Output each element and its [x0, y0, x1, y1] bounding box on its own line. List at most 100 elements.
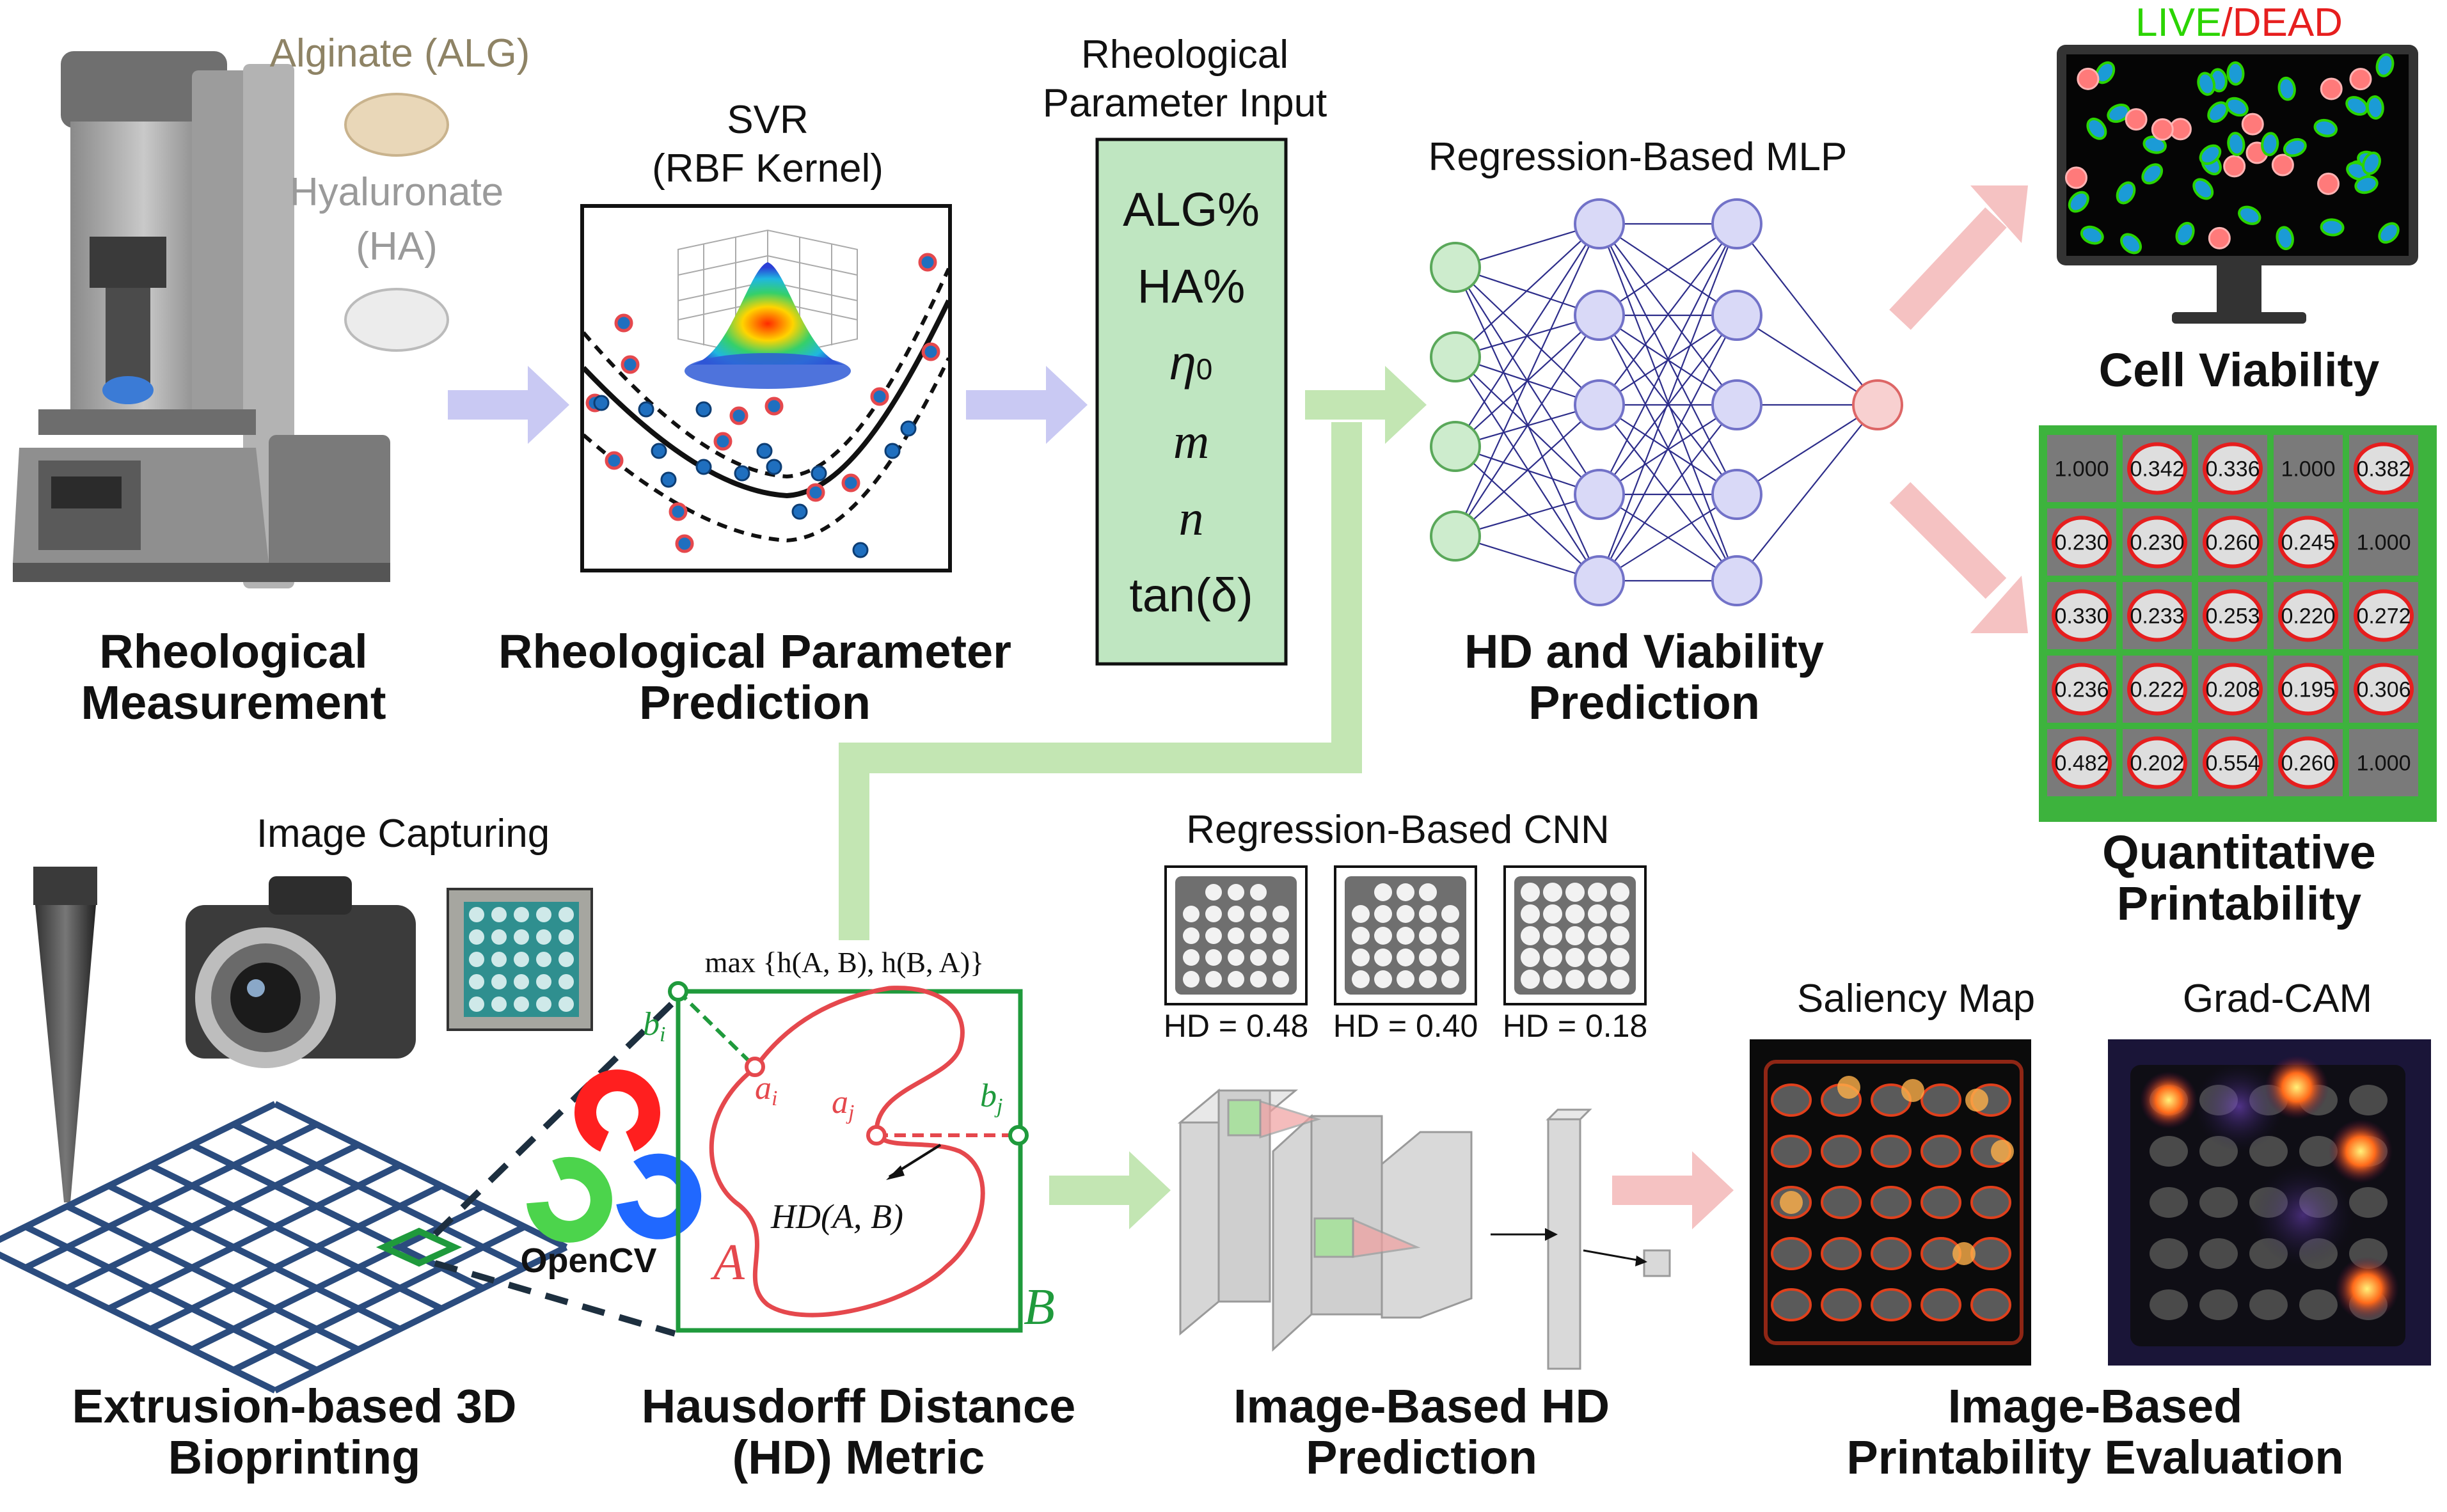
arrow-cnn-to-saliency — [1612, 1151, 1734, 1229]
image-printability-title-2: Printability Evaluation — [1846, 1431, 2344, 1484]
printability-value: 0.342 — [2130, 457, 2184, 482]
param-ha: HA% — [1137, 260, 1246, 313]
rheo-prediction-title-2: Prediction — [639, 676, 871, 729]
alginate-label: Alginate (ALG) — [269, 31, 530, 75]
parameter-input-box — [1095, 138, 1288, 666]
mlp-node — [1711, 555, 1762, 606]
mlp-node — [1574, 198, 1625, 249]
mlp-node — [1430, 510, 1481, 562]
quant-printability-title: Quantitative — [2102, 826, 2376, 879]
printability-value: 0.236 — [2054, 678, 2109, 702]
saliency-map-image — [1750, 1039, 2031, 1366]
extrusion-needle — [33, 867, 97, 1202]
label-aj: aj — [832, 1084, 854, 1124]
printability-value: 0.482 — [2054, 752, 2109, 776]
hausdorff-title: Hausdorff Distance — [641, 1380, 1076, 1433]
mlp-node — [1711, 198, 1762, 249]
printability-value: 0.253 — [2205, 604, 2260, 629]
printability-value: 1.000 — [2356, 531, 2411, 555]
hd-viability-title: HD and Viability — [1464, 625, 1824, 678]
printability-value: 0.220 — [2281, 604, 2335, 629]
arrow-measure-to-svr — [448, 366, 569, 444]
image-hd-title: Image-Based HD — [1233, 1380, 1610, 1433]
hausdorff-panel — [668, 981, 1029, 1333]
opencv-logo — [527, 1069, 702, 1243]
cnn-sample-3-label: HD = 0.18 — [1502, 1008, 1648, 1044]
mlp-network — [1455, 223, 1878, 582]
image-hd-title-2: Prediction — [1306, 1431, 1537, 1484]
mlp-node — [1852, 379, 1903, 430]
param-eta0: η0 — [1169, 336, 1213, 390]
printability-value: 1.000 — [2054, 457, 2109, 482]
printed-grid-illustration — [0, 1101, 568, 1394]
printability-tile — [2349, 508, 2418, 576]
label-bi: bi — [643, 1006, 665, 1046]
svr-plot — [580, 204, 952, 572]
mlp-node — [1430, 242, 1481, 293]
mlp-node — [1574, 290, 1625, 341]
rheo-measurement-title-2: Measurement — [81, 676, 386, 729]
captured-image-thumbnail — [447, 888, 593, 1031]
gradcam-image — [2108, 1039, 2431, 1366]
rheo-measurement-title: Rheological — [99, 625, 368, 678]
cnn-sample-2-label: HD = 0.40 — [1333, 1008, 1478, 1044]
printability-value: 0.260 — [2281, 752, 2335, 776]
printability-value: 0.554 — [2205, 752, 2260, 776]
saliency-title: Saliency Map — [1796, 977, 2036, 1021]
arrow-hd-to-cnn — [1049, 1151, 1171, 1229]
hausdorff-title-2: (HD) Metric — [732, 1431, 985, 1484]
param-n: n — [1178, 490, 1204, 546]
printability-value: 0.222 — [2130, 678, 2184, 702]
param-input-title-2: Parameter Input — [1042, 81, 1327, 125]
mlp-node — [1711, 379, 1762, 430]
hd-ab-label: HD(A, B) — [770, 1197, 903, 1236]
rheometer-illustration — [13, 51, 390, 588]
cnn-title: Regression-Based CNN — [1186, 808, 1610, 852]
hyaluronate-powder-icon — [344, 288, 449, 352]
svr-kernel-title: (RBF Kernel) — [652, 146, 883, 191]
camera-illustration — [186, 876, 416, 1068]
printability-value: 0.330 — [2054, 604, 2109, 629]
rheo-prediction-title: Rheological Parameter — [498, 625, 1011, 678]
printability-value: 0.233 — [2130, 604, 2184, 629]
bioprinting-title: Extrusion-based 3D — [72, 1380, 517, 1433]
arrow-mlp-to-viability — [1889, 185, 2028, 330]
hd-formula: max {h(A, B), h(B, A)} — [705, 946, 984, 979]
mlp-node — [1711, 290, 1762, 341]
mlp-node — [1574, 379, 1625, 430]
printability-value: 0.202 — [2130, 752, 2184, 776]
mlp-node — [1574, 469, 1625, 520]
printability-value: 0.260 — [2205, 531, 2260, 555]
bioprinting-title-2: Bioprinting — [168, 1431, 421, 1484]
printability-value: 0.208 — [2205, 678, 2260, 702]
printability-value: 0.272 — [2356, 604, 2411, 629]
quant-printability-title-2: Printability — [2116, 877, 2362, 930]
image-capturing-title: Image Capturing — [256, 812, 550, 856]
printability-value: 0.230 — [2130, 531, 2184, 555]
cnn-sample-1-label: HD = 0.48 — [1163, 1008, 1309, 1044]
gradcam-title: Grad-CAM — [2182, 977, 2373, 1021]
printability-value: 1.000 — [2356, 752, 2411, 776]
cell-viability-title: Cell Viability — [2098, 343, 2380, 397]
arrow-params-to-mlp — [1305, 366, 1427, 444]
set-a-label: A — [710, 1234, 745, 1291]
label-bj: bj — [980, 1078, 1002, 1118]
param-input-title: Rheological — [1081, 33, 1288, 77]
printability-value: 0.382 — [2356, 457, 2411, 482]
printability-tile — [2349, 729, 2418, 796]
mlp-title: Regression-Based MLP — [1428, 135, 1848, 179]
hd-viability-title-2: Prediction — [1528, 676, 1760, 729]
printability-value: 0.336 — [2205, 457, 2260, 482]
printability-value: 0.195 — [2281, 678, 2335, 702]
arrow-svr-to-params — [966, 366, 1088, 444]
mlp-node — [1574, 555, 1625, 606]
label-ai: ai — [755, 1070, 777, 1110]
grid-selected-cell — [376, 1227, 463, 1267]
hyaluronate-label: Hyaluronate — [289, 170, 504, 214]
mlp-node — [1711, 469, 1762, 520]
printability-value: 1.000 — [2281, 457, 2335, 482]
cnn-architecture — [1177, 1088, 1671, 1370]
mlp-node — [1430, 331, 1481, 382]
opencv-label: OpenCV — [520, 1241, 657, 1280]
